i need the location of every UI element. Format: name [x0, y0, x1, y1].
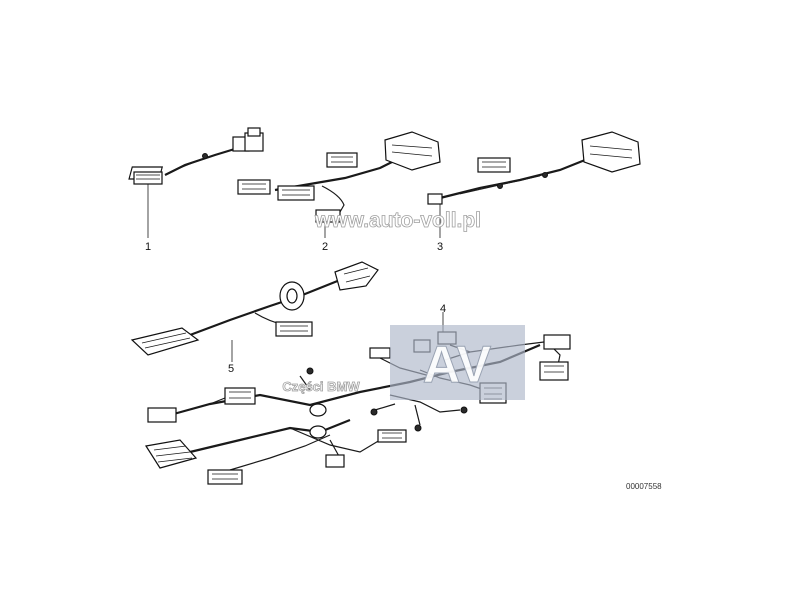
- harness-part-5: [130, 261, 379, 362]
- callout-4: 4: [440, 303, 446, 315]
- callout-5: 5: [228, 363, 234, 375]
- watermark-parts: Części BMW: [282, 379, 360, 394]
- harness-part-3: [427, 131, 641, 238]
- watermark-site: www.auto-voll.pl: [314, 209, 481, 232]
- watermark-logo: AV: [390, 325, 525, 400]
- reference-number: 00007558: [626, 482, 662, 491]
- callout-3: 3: [437, 241, 443, 253]
- watermark-logo-text: AV: [423, 336, 492, 394]
- callout-2: 2: [322, 241, 328, 253]
- harness-part-1: [128, 127, 264, 238]
- callout-1: 1: [145, 241, 151, 253]
- harness-part-2: [237, 131, 441, 238]
